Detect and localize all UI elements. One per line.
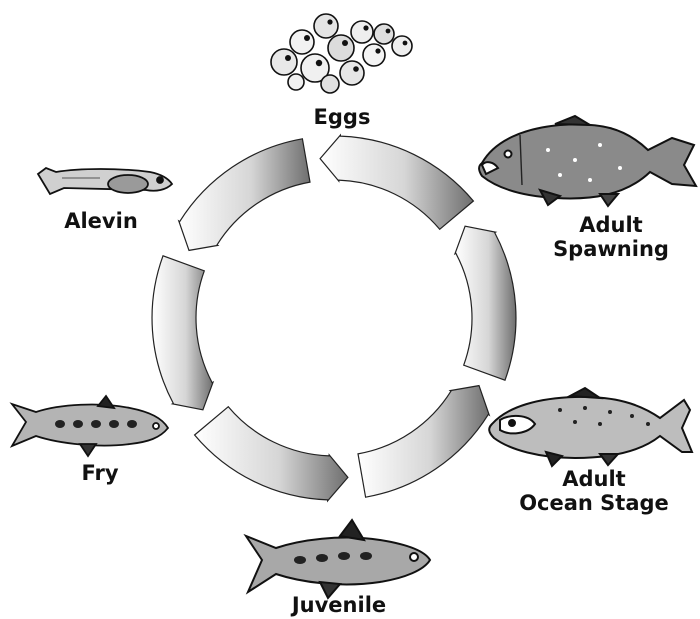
fry-fish-illustration: [12, 396, 168, 456]
stage-label-eggs: Eggs: [314, 105, 371, 129]
stage-label-fry: Fry: [81, 461, 118, 485]
cycle-arrow-alevin-to-fry: [152, 256, 213, 410]
cycle-arrow-juvenile-to-ocean: [358, 386, 489, 498]
stage-label-adult-spawning-line1: Adult: [579, 213, 642, 237]
cycle-arrows: [152, 135, 516, 501]
alevin-illustration: [38, 168, 172, 194]
stage-label-adult-ocean-line1: Adult: [562, 467, 625, 491]
stage-label-adult-spawning-line2: Spawning: [553, 237, 669, 261]
stage-label-adult-ocean-line2: Ocean Stage: [519, 491, 669, 515]
adult-spawning-salmon-illustration: [479, 116, 696, 206]
juvenile-fish-illustration: [246, 520, 430, 598]
eggs-illustration: [271, 14, 412, 93]
adult-ocean-salmon-illustration: [489, 388, 692, 466]
cycle-arrow-ocean-to-spawning: [455, 226, 516, 380]
cycle-arrow-spawning-to-eggs: [320, 135, 473, 229]
cycle-arrow-eggs-to-alevin: [179, 139, 310, 251]
stage-label-juvenile: Juvenile: [290, 593, 386, 617]
cycle-arrow-fry-to-juvenile: [195, 407, 348, 501]
stage-label-alevin: Alevin: [64, 209, 138, 233]
